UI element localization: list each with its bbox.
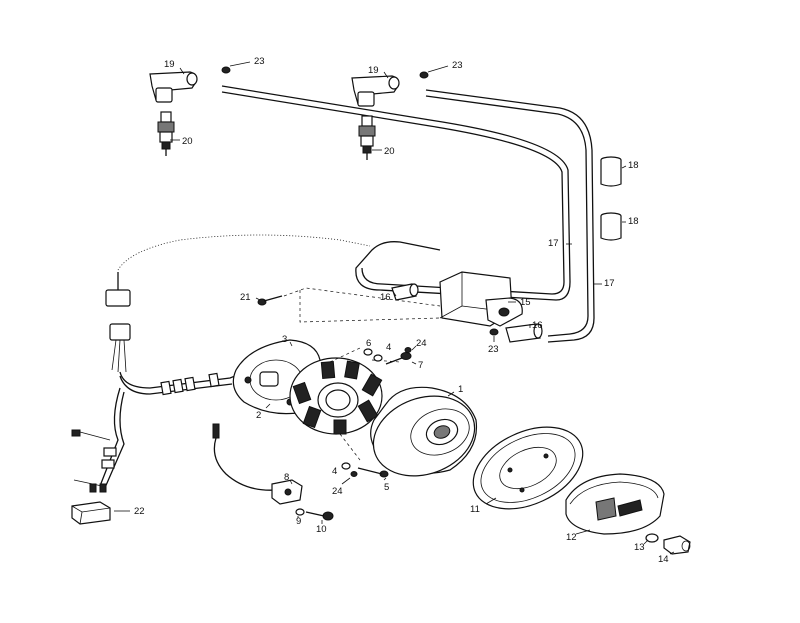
screw-10: [305, 511, 334, 521]
connector-block-22: [71, 501, 111, 525]
callout-23: 23: [254, 56, 265, 67]
callout-20: 20: [182, 136, 193, 147]
washer-9: [295, 508, 305, 516]
nut-right: [419, 71, 429, 79]
connector-16-lower: [505, 323, 543, 343]
callout-3: 3: [282, 334, 287, 345]
callout-14: 14: [658, 554, 669, 565]
wiring-harness: [71, 234, 371, 493]
callout-11: 11: [470, 504, 480, 515]
sleeve-18-lower: [600, 212, 622, 241]
callout-1: 1: [458, 384, 463, 395]
callout-4: 4: [386, 342, 391, 353]
nut-left: [221, 66, 231, 74]
high-tension-wire-17: [221, 85, 595, 343]
harness-clips: [101, 372, 220, 469]
trigger-sensor-8: [212, 423, 303, 505]
ignition-coil: [439, 271, 523, 327]
washer-24-lower: [350, 471, 358, 477]
flywheel: [370, 386, 478, 477]
leader-lines: [170, 61, 675, 555]
washer-13: [645, 533, 659, 543]
screw-7: [385, 352, 412, 365]
washer-24-upper: [404, 347, 412, 353]
washer-4-lower: [341, 462, 351, 470]
drive-plate-11: [472, 426, 584, 510]
sleeve-18-upper: [600, 156, 622, 187]
stator-armature: [289, 357, 383, 435]
spark-plug-right: [358, 115, 376, 160]
callout-2: 2: [256, 410, 261, 421]
callout-24: 24: [332, 486, 343, 497]
callout-18: 18: [628, 160, 639, 171]
washer-4-upper: [373, 354, 383, 362]
starter-cup-12: [565, 473, 665, 535]
callout-17: 17: [604, 278, 615, 289]
callout-9: 9: [296, 516, 301, 527]
spark-plug-cap-right: [351, 75, 400, 107]
spark-plug-left: [157, 111, 175, 156]
screw-14: [663, 535, 691, 555]
callout-16: 16: [532, 320, 543, 331]
callout-19: 19: [368, 65, 379, 76]
callout-8: 8: [284, 472, 289, 483]
connector-16-upper: [391, 283, 419, 301]
callout-16: 16: [380, 292, 391, 303]
spark-plug-cap-left: [149, 71, 198, 103]
callout-5: 5: [384, 482, 389, 493]
callout-12: 12: [566, 532, 577, 543]
callout-labels: 19 23 20 19 23 20 18 18 17 17 21 16 15 1…: [134, 56, 669, 565]
callout-4: 4: [332, 466, 337, 477]
callout-23: 23: [452, 60, 463, 71]
washer-6: [363, 348, 373, 356]
callout-6: 6: [366, 338, 371, 349]
nut-23-coil: [489, 328, 499, 336]
callout-19: 19: [164, 59, 175, 70]
callout-17: 17: [548, 238, 559, 249]
callout-13: 13: [634, 542, 645, 553]
callout-7: 7: [418, 360, 423, 371]
callout-15: 15: [520, 297, 531, 308]
screw-5: [357, 467, 389, 478]
callout-24: 24: [416, 338, 427, 349]
callout-20: 20: [384, 146, 395, 157]
callout-10: 10: [316, 524, 327, 535]
callout-23: 23: [488, 344, 499, 355]
callout-22: 22: [134, 506, 145, 517]
callout-21: 21: [240, 292, 251, 303]
callout-18: 18: [628, 216, 639, 227]
screw-21: [257, 295, 283, 306]
